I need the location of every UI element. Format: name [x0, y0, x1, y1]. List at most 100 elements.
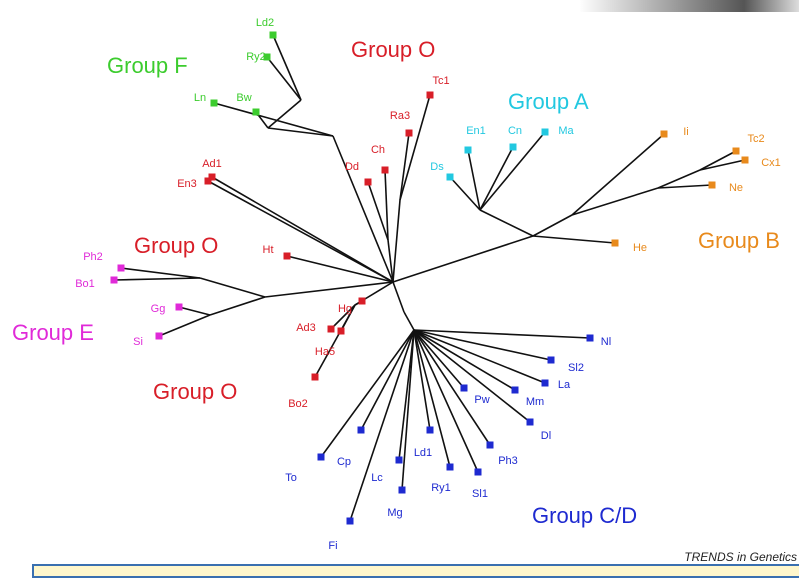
leaf-label-To: To: [285, 472, 297, 484]
leaf-label-Dl: Dl: [541, 430, 551, 442]
branch-Ry1: [413, 329, 451, 468]
leaf-label-Ph2: Ph2: [83, 251, 103, 263]
branch-Ra3: [399, 132, 410, 201]
branch-Dd: [367, 181, 389, 241]
branch-Ch: [384, 169, 389, 241]
leaf-label-He: He: [633, 242, 647, 254]
leaf-markers: [110, 31, 749, 525]
leaf-label-Mg: Mg: [387, 507, 402, 519]
leaf-marker-To: [317, 453, 325, 461]
branch-La: [413, 329, 546, 384]
leaf-marker-Lc: [395, 456, 403, 464]
leaf-label-Mm: Mm: [526, 396, 544, 408]
leaf-marker-Cn: [509, 143, 517, 151]
leaf-marker-Dd: [364, 178, 372, 186]
leaf-marker-Sl2: [547, 356, 555, 364]
branch-f2-f1: [267, 99, 302, 129]
branch-Ad1: [211, 176, 394, 283]
leaf-marker-Ha5: [337, 327, 345, 335]
leaf-label-Sl1: Sl1: [472, 488, 488, 500]
group-label-o1: Group O: [351, 37, 435, 62]
branch-bC-bCC: [657, 169, 701, 189]
leaf-label-Pw: Pw: [474, 394, 489, 406]
leaf-label-Fi: Fi: [328, 540, 337, 552]
leaf-marker-Ry2: [263, 53, 271, 61]
leaf-label-Ht: Ht: [263, 244, 274, 256]
leaf-marker-Ld2: [269, 31, 277, 39]
leaf-marker-Ma: [541, 128, 549, 136]
leaf-label-Cp: Cp: [337, 456, 351, 468]
branch-Ry2: [266, 56, 302, 101]
leaf-marker-Ld1: [426, 426, 434, 434]
leaf-marker-Ht: [283, 252, 291, 260]
leaf-label-Nl: Nl: [601, 336, 611, 348]
leaf-label-Tc2: Tc2: [747, 133, 764, 145]
branch-c1-n2: [403, 311, 415, 331]
leaf-label-Cn: Cn: [508, 125, 522, 137]
leaf-marker-Ry1: [446, 463, 454, 471]
leaf-marker-Dl: [526, 418, 534, 426]
branch-Mm: [413, 329, 516, 391]
leaf-label-Si: Si: [133, 336, 143, 348]
group-label-a: Group A: [508, 89, 589, 114]
branch-Ld2: [272, 34, 302, 101]
leaf-marker-Ln: [210, 99, 218, 107]
leaf-marker-Hg: [358, 297, 366, 305]
leaf-label-Ry1: Ry1: [431, 482, 451, 494]
branch-Cx1: [699, 159, 746, 171]
group-label-o2: Group O: [134, 233, 218, 258]
leaf-marker-Cx1: [741, 156, 749, 164]
leaf-label-La: La: [558, 379, 571, 391]
leaf-label-Ha5: Ha5: [315, 346, 335, 358]
leaf-marker-Ds: [446, 173, 454, 181]
branch-En3: [207, 180, 394, 283]
group-label-b: Group B: [698, 228, 780, 253]
leaf-marker-Si: [155, 332, 163, 340]
leaf-label-Ld1: Ld1: [414, 447, 432, 459]
leaf-marker-Bo1: [110, 276, 118, 284]
branch-Cp: [360, 329, 415, 431]
leaf-label-Cx1: Cx1: [761, 157, 781, 169]
leaf-marker-Cp: [357, 426, 365, 434]
branch-root-eN: [264, 281, 394, 298]
branch-Nl: [413, 329, 591, 339]
leaf-label-Ad1: Ad1: [202, 158, 222, 170]
branch-bN-bC: [571, 187, 659, 216]
branch-root-c1: [392, 281, 405, 313]
leaf-label-Bo2: Bo2: [288, 398, 308, 410]
branch-lnb-f2: [267, 127, 334, 137]
branch-root-lnb: [332, 135, 394, 283]
leaf-marker-Mm: [511, 386, 519, 394]
leaf-label-Ch: Ch: [371, 144, 385, 156]
branch-Ln: [213, 102, 334, 137]
leaf-label-Ad3: Ad3: [296, 322, 316, 334]
leaf-label-Ii: Ii: [683, 126, 689, 138]
leaf-label-Gg: Gg: [151, 303, 166, 315]
leaf-marker-Ne: [708, 181, 716, 189]
branch-root-n3: [392, 235, 534, 283]
tree-branches: [113, 34, 746, 522]
group-label-f: Group F: [107, 53, 188, 78]
leaf-marker-Ad3: [327, 325, 335, 333]
leaf-marker-Nl: [586, 334, 594, 342]
leaf-label-Ma: Ma: [558, 125, 574, 137]
leaf-marker-Ph2: [117, 264, 125, 272]
leaf-marker-He: [611, 239, 619, 247]
leaf-marker-Mg: [398, 486, 406, 494]
branch-root-oA: [392, 199, 401, 283]
branch-Ds: [449, 176, 481, 211]
leaf-label-Ry2: Ry2: [246, 51, 266, 63]
journal-credit: TRENDS in Genetics: [684, 550, 797, 565]
branch-Tc1: [399, 94, 431, 201]
leaf-marker-Ph3: [486, 441, 494, 449]
leaf-label-Ln: Ln: [194, 92, 206, 104]
branch-Tc2: [699, 150, 737, 171]
branch-Ii: [571, 133, 665, 216]
leaf-label-Ds: Ds: [430, 161, 444, 173]
leaf-label-Dd: Dd: [345, 161, 359, 173]
branch-To: [320, 329, 415, 458]
branch-n3-bN: [532, 214, 573, 237]
branch-root-oB: [387, 239, 394, 283]
branch-n3-aN: [479, 209, 534, 237]
